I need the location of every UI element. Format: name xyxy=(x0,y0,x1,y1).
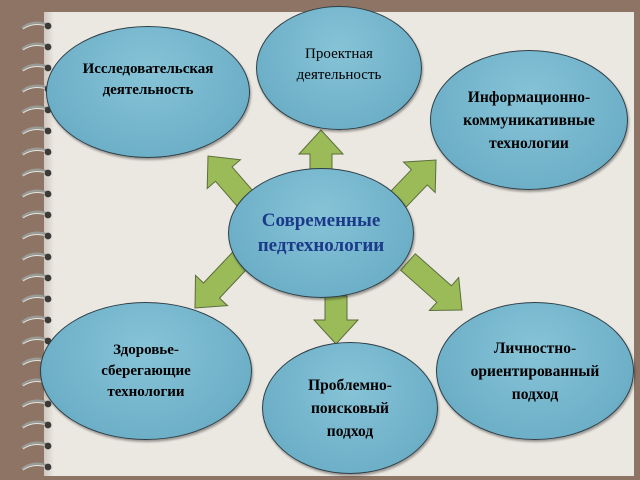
paper-shadow xyxy=(44,12,54,476)
binding-ring xyxy=(20,396,54,408)
node-research: Исследовательская деятельность xyxy=(46,26,250,158)
binding-ring xyxy=(20,18,54,30)
binding-ring xyxy=(20,249,54,261)
binding-ring xyxy=(20,270,54,282)
block-arrow xyxy=(399,253,463,312)
binding-ring xyxy=(20,438,54,450)
binding-ring xyxy=(20,123,54,135)
binding-ring xyxy=(20,291,54,303)
binding-ring xyxy=(20,417,54,429)
node-problem: Проблемно- поисковый подход xyxy=(262,342,438,474)
block-arrow xyxy=(312,295,360,345)
binding-ring xyxy=(20,60,54,72)
node-infocomm: Информационно- коммуникативные технологи… xyxy=(430,50,628,190)
binding-ring xyxy=(20,459,54,471)
node-center: Современные педтехнологии xyxy=(228,168,414,298)
node-health: Здоровье- сберегающие технологии xyxy=(40,302,252,440)
node-project: Проектная деятельность xyxy=(256,6,422,130)
binding-ring xyxy=(20,312,54,324)
binding-ring xyxy=(20,144,54,156)
binding-ring xyxy=(20,207,54,219)
binding-ring xyxy=(20,39,54,51)
binding-ring xyxy=(20,228,54,240)
binding-ring xyxy=(20,186,54,198)
binding-ring xyxy=(20,165,54,177)
node-personal: Личностно- ориентированный подход xyxy=(436,302,634,440)
